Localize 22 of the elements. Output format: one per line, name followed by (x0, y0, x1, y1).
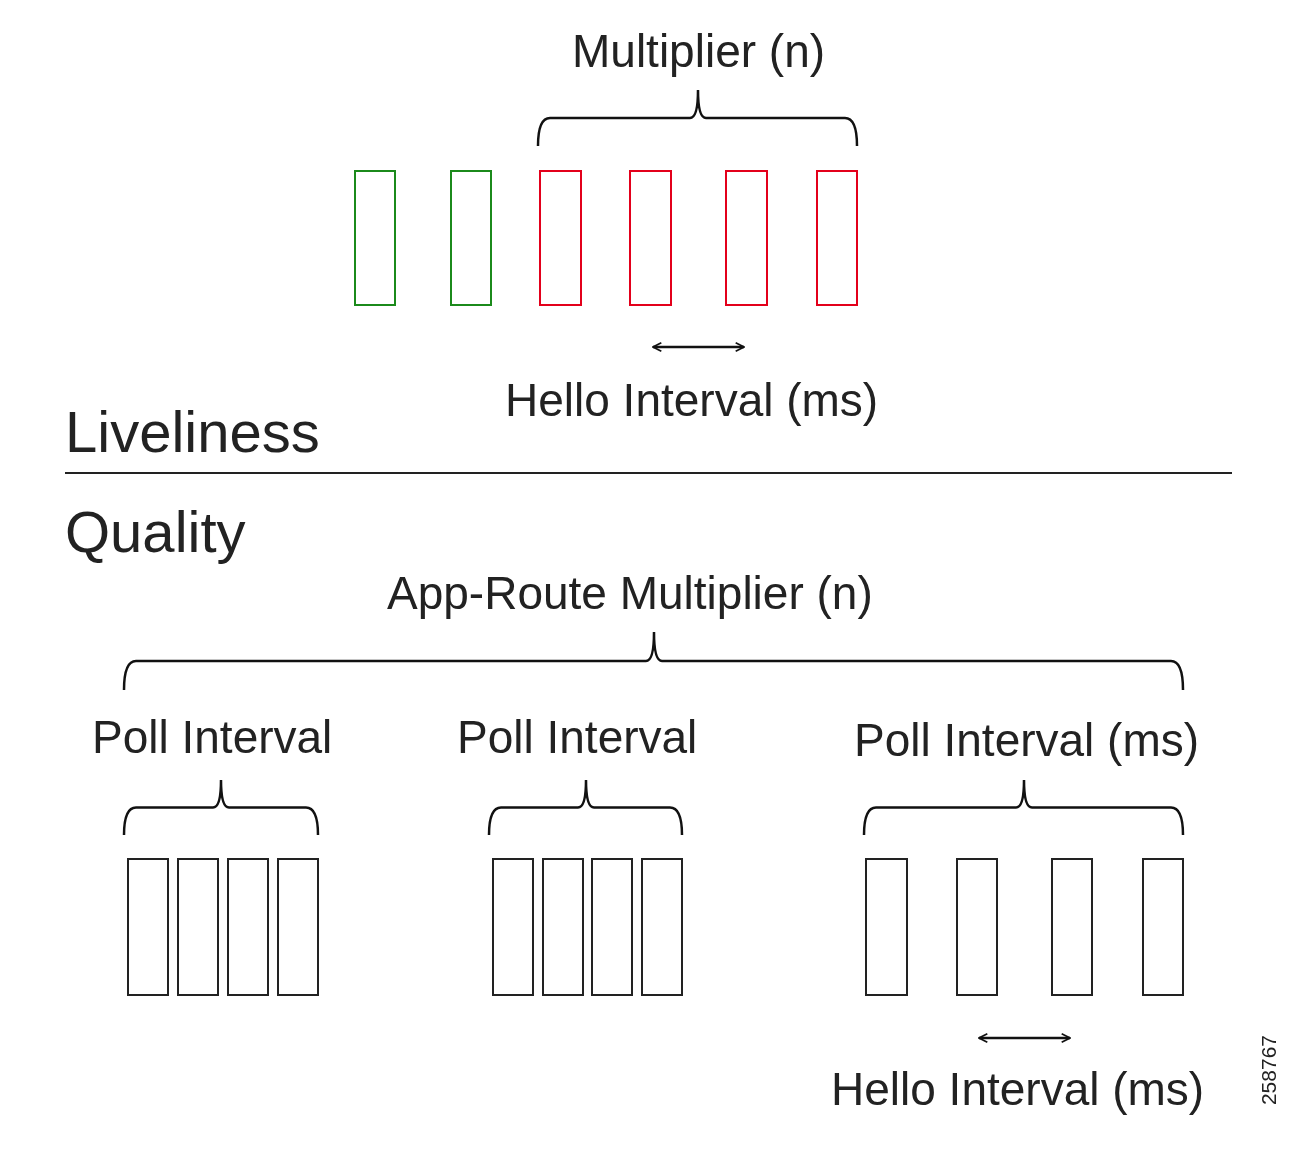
interval-label: Poll Interval (457, 714, 698, 760)
packet-box (539, 170, 582, 306)
packet-box (492, 858, 534, 996)
packet-box (542, 858, 584, 996)
packet-box (1051, 858, 1093, 996)
packet-box (450, 170, 492, 306)
packet-box (629, 170, 672, 306)
packet-box (354, 170, 396, 306)
packet-box (641, 858, 683, 996)
packet-box (1142, 858, 1184, 996)
packet-box (177, 858, 219, 996)
packet-box (956, 858, 998, 996)
figure-number: 258767 (1258, 1035, 1279, 1106)
packet-box (816, 170, 858, 306)
section-label: Liveliness (65, 403, 320, 461)
packet-box (865, 858, 908, 996)
packet-box (725, 170, 768, 306)
packet-box (277, 858, 319, 996)
packet-box (127, 858, 169, 996)
packet-box (227, 858, 269, 996)
interval-label: Poll Interval (92, 714, 333, 760)
packet-box (591, 858, 633, 996)
